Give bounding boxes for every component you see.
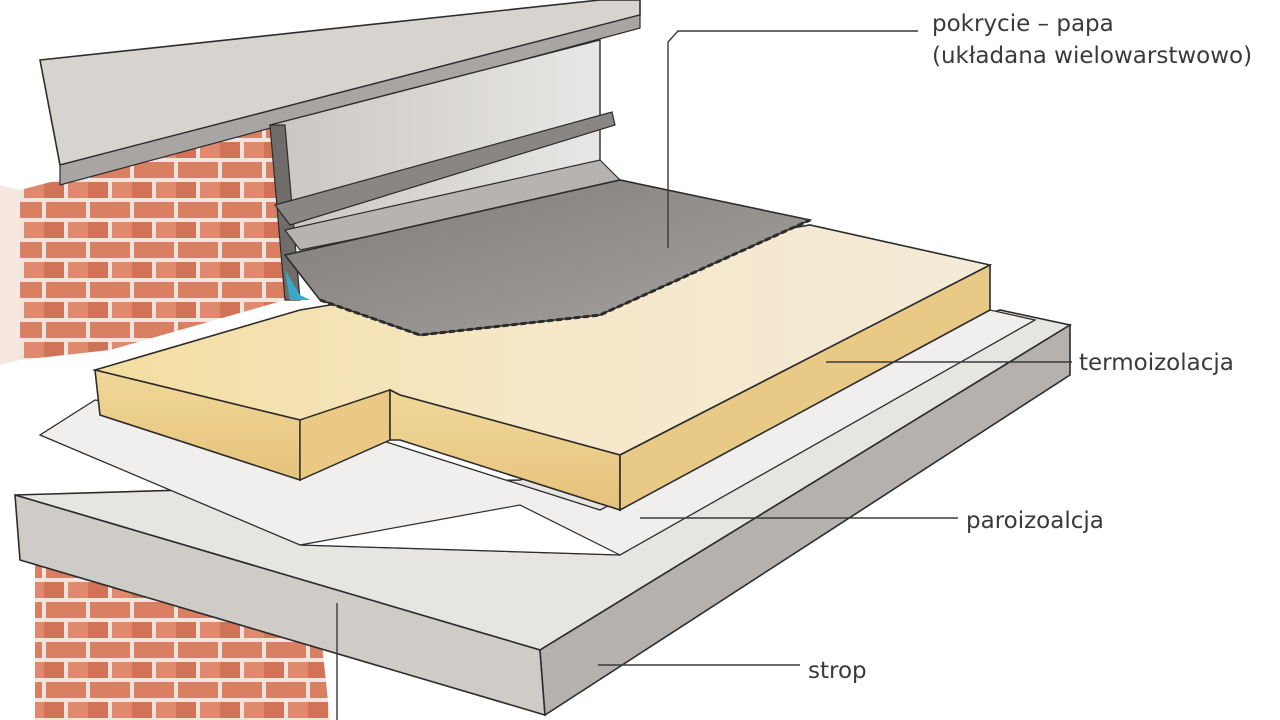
roof-membrane — [283, 179, 813, 337]
label-pokrycie: pokrycie – papa (układana wielowarstwowo… — [932, 8, 1252, 72]
label-termoizolacja: termoizolacja — [1079, 350, 1234, 376]
label-pokrycie-line2: (układana wielowarstwowo) — [932, 43, 1253, 69]
leader-pokrycie — [667, 30, 918, 248]
label-strop: strop — [808, 658, 867, 684]
label-pokrycie-line1: pokrycie – papa — [932, 11, 1114, 37]
label-paroizolacja: paroizoalcja — [966, 508, 1104, 534]
upper-brick-wall — [0, 125, 285, 365]
parapet-beam — [39, 0, 641, 186]
callout-leaders — [336, 30, 1072, 720]
insulation-block — [91, 224, 993, 512]
sealant-accent — [285, 270, 310, 300]
